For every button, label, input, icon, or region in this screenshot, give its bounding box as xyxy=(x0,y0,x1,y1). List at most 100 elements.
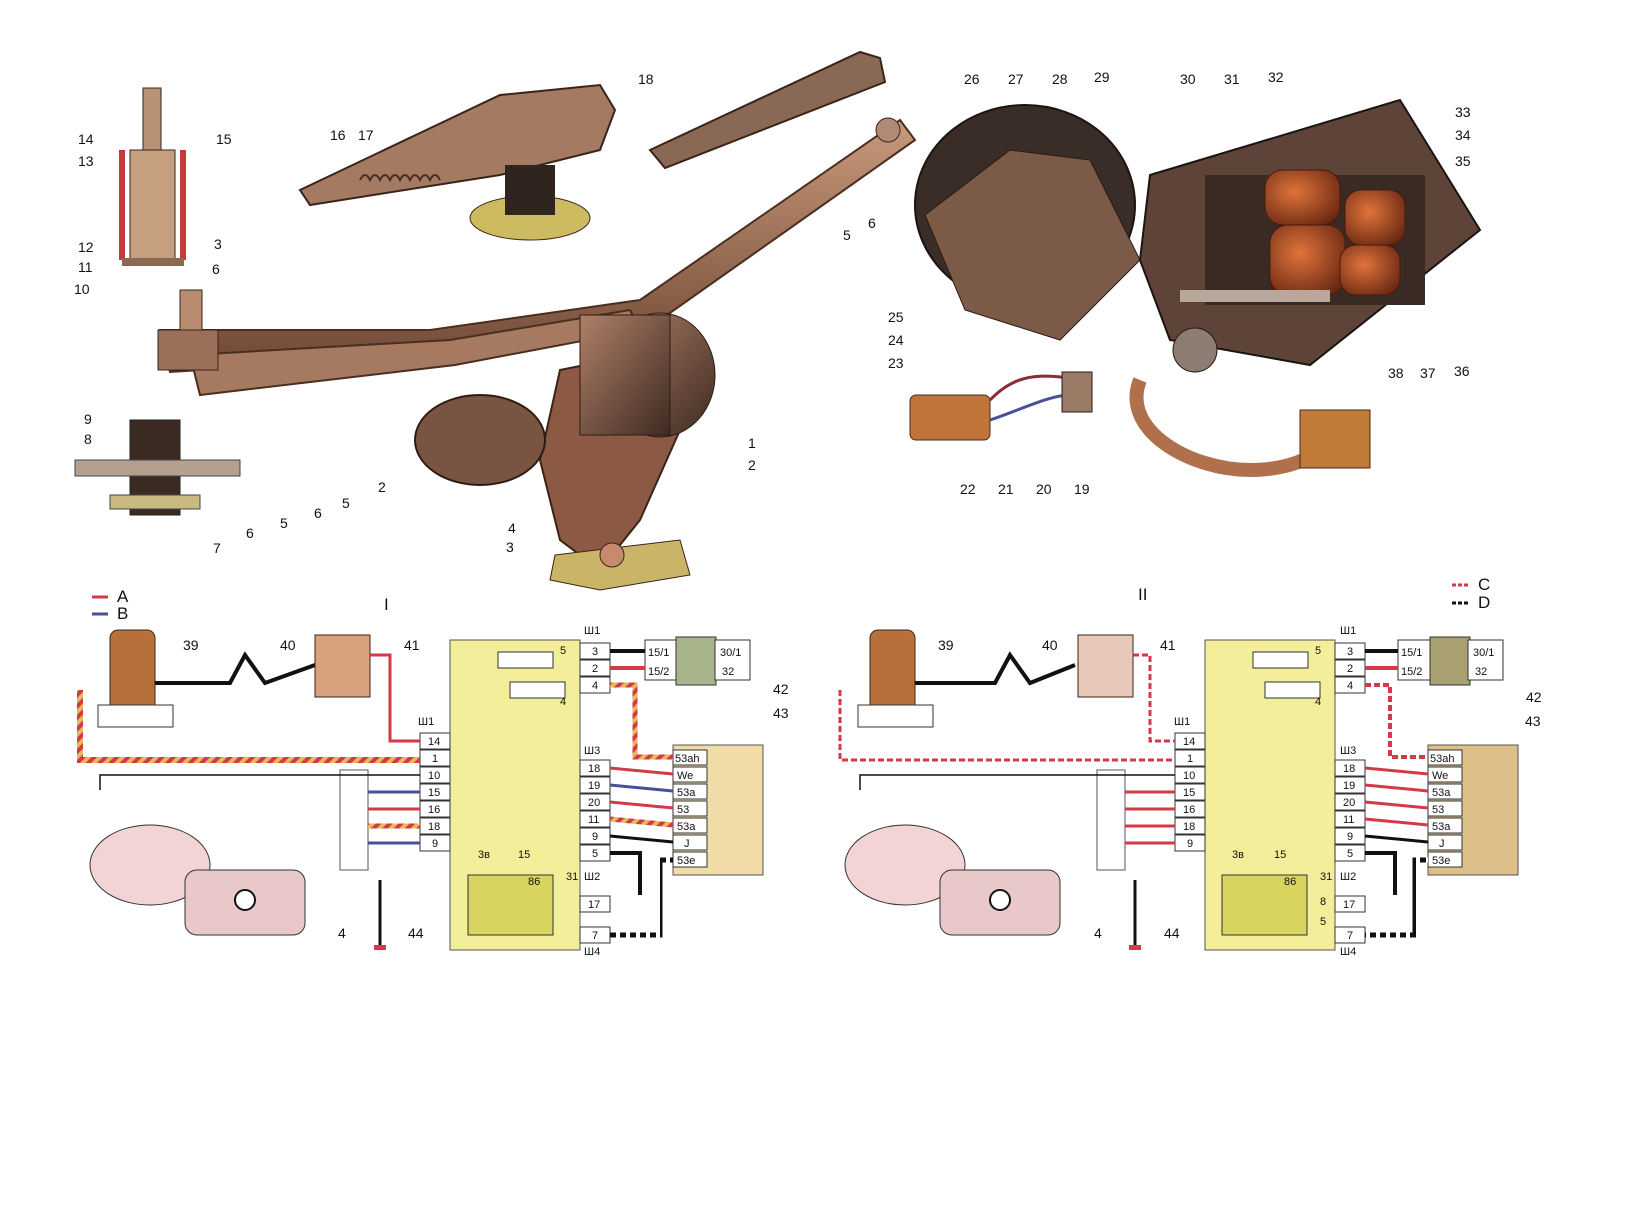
svg-text:19: 19 xyxy=(1343,780,1355,792)
svg-text:32: 32 xyxy=(722,666,734,678)
ignition-switch-42-s2 xyxy=(1429,636,1471,686)
relay-40 xyxy=(314,634,371,698)
wiper-linkage-illustration xyxy=(74,50,917,591)
callout-44-s2: 44 xyxy=(1164,925,1180,941)
svg-text:3в: 3в xyxy=(478,849,490,861)
callout-22: 22 xyxy=(960,481,976,497)
callout-31: 31 xyxy=(1224,71,1240,87)
callout-2b: 2 xyxy=(748,457,756,473)
stalk-pins-s1: 53ah We 53a 53 53a J 53e xyxy=(672,749,708,868)
svg-text:53e: 53e xyxy=(677,855,695,867)
svg-text:86: 86 xyxy=(528,876,540,888)
callout-25: 25 xyxy=(888,309,904,325)
relay-40-s2 xyxy=(1077,634,1134,698)
callout-5a: 5 xyxy=(280,515,288,531)
callout-30: 30 xyxy=(1180,71,1196,87)
svg-text:11: 11 xyxy=(588,814,599,826)
callout-9: 9 xyxy=(84,411,92,427)
callout-42-s1: 42 xyxy=(773,681,789,697)
svg-text:4: 4 xyxy=(1347,680,1353,692)
svg-text:5: 5 xyxy=(1315,645,1321,657)
svg-text:86: 86 xyxy=(1284,876,1296,888)
svg-text:15: 15 xyxy=(1274,849,1286,861)
svg-text:15: 15 xyxy=(518,849,530,861)
svg-text:2: 2 xyxy=(1347,663,1353,675)
svg-text:14: 14 xyxy=(1183,736,1195,748)
svg-text:1: 1 xyxy=(1187,753,1193,765)
svg-text:15: 15 xyxy=(428,787,440,799)
callout-6d: 6 xyxy=(868,215,876,231)
svg-text:20: 20 xyxy=(1343,797,1355,809)
callout-40-s1: 40 xyxy=(280,637,296,653)
svg-text:3: 3 xyxy=(1347,646,1353,658)
svg-text:53a: 53a xyxy=(1432,787,1451,799)
svg-text:Ш1: Ш1 xyxy=(584,625,600,637)
svg-text:7: 7 xyxy=(592,930,598,942)
relay-44 xyxy=(467,874,554,936)
callout-27: 27 xyxy=(1008,71,1024,87)
callout-5b: 5 xyxy=(342,495,350,511)
wiring-scheme-2: II 39 40 41 5 4 44 3в 15 86 31 8 5 Ш1 14… xyxy=(838,585,1542,958)
svg-text:53: 53 xyxy=(677,804,689,816)
callout-43-s2: 43 xyxy=(1525,713,1541,729)
callout-23: 23 xyxy=(888,355,904,371)
callout-14: 14 xyxy=(78,131,94,147)
svg-text:18: 18 xyxy=(1183,821,1195,833)
svg-text:20: 20 xyxy=(588,797,600,809)
svg-text:10: 10 xyxy=(428,770,440,782)
callout-34: 34 xyxy=(1455,127,1471,143)
svg-text:32: 32 xyxy=(1475,666,1487,678)
callout-39-s2: 39 xyxy=(938,637,954,653)
svg-text:18: 18 xyxy=(588,763,600,775)
callout-4-s2: 4 xyxy=(1094,925,1102,941)
callout-6b: 6 xyxy=(246,525,254,541)
callout-16: 16 xyxy=(330,127,346,143)
svg-text:9: 9 xyxy=(592,831,598,843)
callout-15: 15 xyxy=(216,131,232,147)
callout-37: 37 xyxy=(1420,365,1436,381)
svg-text:9: 9 xyxy=(1187,838,1193,850)
svg-text:30/1: 30/1 xyxy=(720,647,741,659)
svg-text:We: We xyxy=(1432,770,1448,782)
callout-13: 13 xyxy=(78,153,94,169)
svg-text:5: 5 xyxy=(1347,848,1353,860)
svg-text:16: 16 xyxy=(1183,804,1195,816)
svg-text:17: 17 xyxy=(1343,899,1355,911)
wiper-motor-cutaway-illustration xyxy=(909,98,1482,478)
callout-5c: 5 xyxy=(843,227,851,243)
svg-text:1: 1 xyxy=(432,753,438,765)
legend-d-label: D xyxy=(1478,593,1490,612)
scheme-1-title: I xyxy=(384,595,389,614)
callout-41-s2: 41 xyxy=(1160,637,1176,653)
svg-text:3: 3 xyxy=(592,646,598,658)
callout-10: 10 xyxy=(74,281,90,297)
svg-text:10: 10 xyxy=(1183,770,1195,782)
ignition-switch-42 xyxy=(675,636,717,686)
svg-text:5: 5 xyxy=(1320,916,1326,928)
callout-12: 12 xyxy=(78,239,94,255)
svg-text:11: 11 xyxy=(1343,814,1354,826)
svg-text:30/1: 30/1 xyxy=(1473,647,1494,659)
wiring-scheme-1: I 39 40 41 5 4 44 3в 15 86 31 Ш1 14 1 10… xyxy=(77,595,789,958)
svg-text:Ш4: Ш4 xyxy=(1340,946,1356,958)
callout-28: 28 xyxy=(1052,71,1068,87)
svg-text:15/2: 15/2 xyxy=(1401,666,1422,678)
svg-text:4: 4 xyxy=(1315,696,1321,708)
svg-text:9: 9 xyxy=(432,838,438,850)
svg-text:16: 16 xyxy=(428,804,440,816)
svg-text:53: 53 xyxy=(1432,804,1444,816)
sh1-pins-s2: 14 1 10 15 16 18 9 xyxy=(1174,732,1206,852)
scheme-2-title: II xyxy=(1138,585,1147,604)
svg-text:31: 31 xyxy=(566,871,578,883)
svg-text:17: 17 xyxy=(588,899,600,911)
callout-40-s2: 40 xyxy=(1042,637,1058,653)
svg-text:15/2: 15/2 xyxy=(648,666,669,678)
sh1-pins-s1: 14 1 10 15 16 18 9 xyxy=(419,732,451,852)
svg-text:19: 19 xyxy=(588,780,600,792)
callout-7: 7 xyxy=(213,540,221,556)
right-pins-s1: 3 2 4 Ш3 18 19 20 11 9 5 Ш2 17 7 Ш4 xyxy=(579,642,611,958)
svg-text:5: 5 xyxy=(592,848,598,860)
callout-6c: 6 xyxy=(314,505,322,521)
svg-text:Ш2: Ш2 xyxy=(584,871,600,883)
